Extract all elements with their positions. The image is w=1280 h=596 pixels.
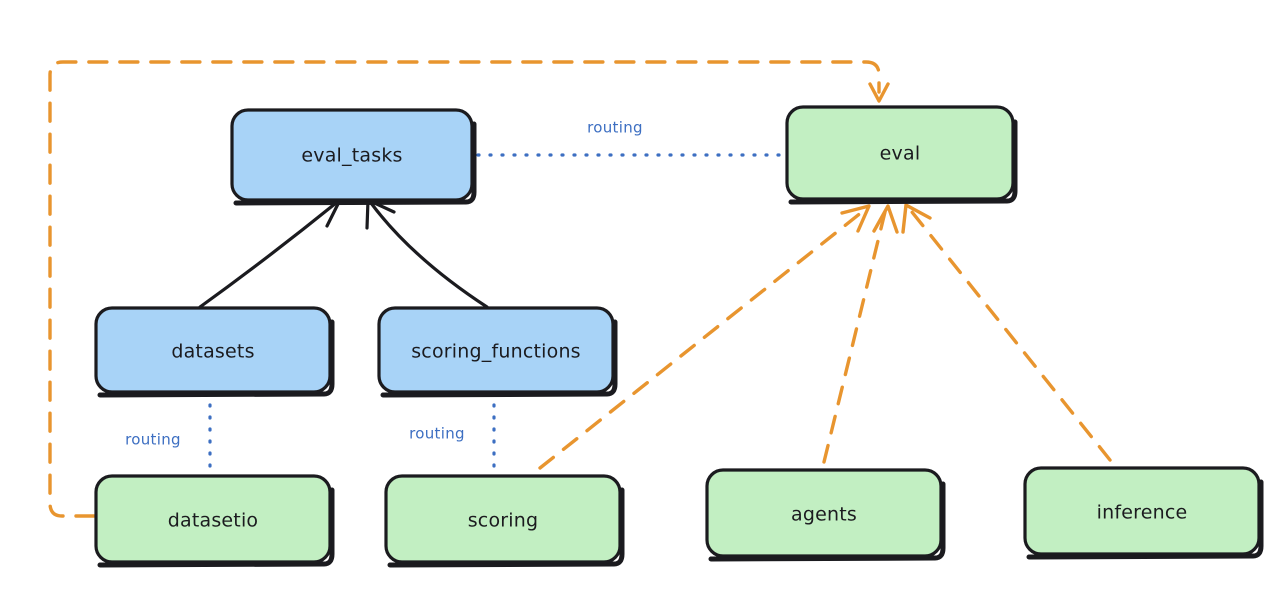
node-agents[interactable]: agents [705, 468, 946, 562]
node-label: eval_tasks [301, 145, 402, 167]
edge-path [369, 201, 489, 309]
node-shadow [380, 319, 618, 398]
arrowhead [901, 203, 932, 234]
node-shadow [233, 121, 477, 206]
node-eval[interactable]: eval [785, 105, 1018, 205]
node-eval_tasks[interactable]: eval_tasks [230, 108, 477, 206]
edge-path [822, 210, 887, 464]
arrowhead [872, 204, 899, 234]
node-label: scoring [468, 510, 539, 532]
node-datasetio[interactable]: datasetio [94, 474, 335, 568]
edge-label-routing-scoring: routing [409, 425, 465, 443]
edge-path [910, 210, 1112, 462]
edge-inference-to-eval [901, 203, 1112, 462]
node-shadow [97, 487, 335, 568]
edge-scoring-to-eval [538, 204, 871, 470]
edge-path [48, 60, 881, 518]
node-label: eval [880, 143, 921, 165]
edge-label-routing-datasetio: routing [125, 431, 181, 449]
edge-datasetio-to-eval [48, 60, 890, 518]
node-shape [1023, 466, 1261, 556]
edge-agents-to-eval [822, 204, 899, 464]
node-label: inference [1097, 502, 1188, 524]
node-label: datasets [171, 341, 254, 363]
arrowhead [868, 82, 890, 103]
node-label: scoring_functions [411, 341, 581, 363]
node-shadow [387, 487, 625, 568]
node-datasets[interactable]: datasets [94, 306, 335, 398]
edge-scoring_functions-to-eval_tasks [365, 198, 489, 309]
node-scoring[interactable]: scoring [384, 474, 625, 568]
node-scoring_functions[interactable]: scoring_functions [377, 306, 618, 398]
node-label: datasetio [168, 510, 259, 532]
node-shadow [97, 319, 335, 398]
node-shape [94, 474, 332, 564]
edge-label-routing-eval: routing [587, 119, 643, 137]
arrowhead [840, 204, 871, 233]
node-shape [94, 306, 332, 394]
node-shape [384, 474, 622, 564]
node-shadow [1026, 479, 1264, 560]
edge-path [538, 210, 864, 470]
node-shape [705, 468, 943, 558]
node-label: agents [791, 504, 857, 526]
node-inference[interactable]: inference [1023, 466, 1264, 560]
edge-path [198, 201, 338, 309]
node-shadow [788, 119, 1018, 205]
edge-datasets-to-eval_tasks [198, 198, 342, 309]
node-shape [377, 306, 615, 394]
node-shape [785, 105, 1015, 201]
node-shape [230, 108, 474, 202]
node-shadow [708, 481, 946, 562]
